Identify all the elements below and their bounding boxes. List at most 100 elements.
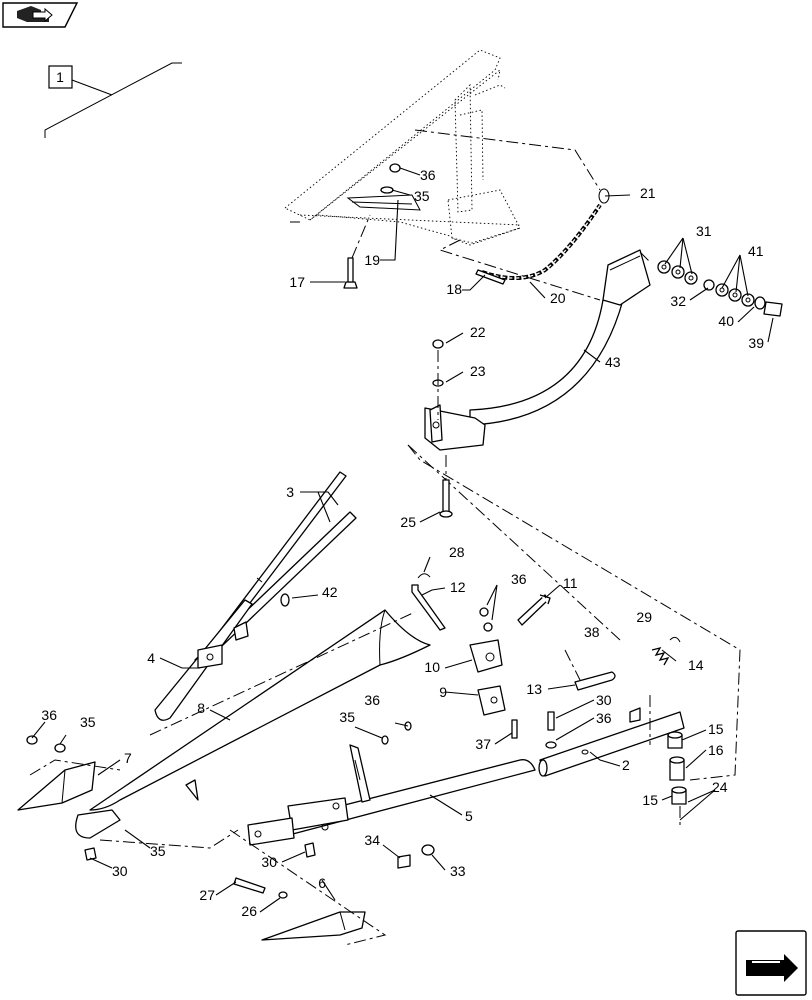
callout-17: 17 <box>289 274 305 290</box>
part-22-nut <box>432 339 444 349</box>
part-6-point <box>261 911 366 941</box>
part-25-bolt <box>439 455 453 518</box>
callout-35: 35 <box>414 188 430 204</box>
callout-27: 27 <box>199 887 215 903</box>
part-42-nut <box>280 593 290 607</box>
callout-4: 4 <box>147 650 155 666</box>
callout-35: 35 <box>80 714 96 730</box>
part-2-cross-tube <box>538 695 685 777</box>
callout-35: 35 <box>150 843 166 859</box>
callout-15: 15 <box>642 792 658 808</box>
part-15-bushing-bottom <box>671 786 687 805</box>
callout-20: 20 <box>550 290 566 306</box>
callout-10: 10 <box>424 659 440 675</box>
part-5-tongue <box>247 744 536 846</box>
part-39-bolt <box>763 301 783 317</box>
part-14-spring <box>651 646 670 666</box>
callout-39: 39 <box>748 335 764 351</box>
part-36-nuts-top <box>479 607 493 632</box>
part-30-bolt-center <box>304 842 316 858</box>
callout-40: 40 <box>718 313 734 329</box>
part-18-pin <box>475 269 506 285</box>
part-43-tongue-tube <box>407 249 741 781</box>
callout-16: 16 <box>708 742 724 758</box>
callout-42: 42 <box>322 584 338 600</box>
part-13-u-bolt <box>574 671 616 691</box>
callout-6: 6 <box>318 875 326 891</box>
callout-26: 26 <box>241 903 257 919</box>
next-page-arrow-icon[interactable] <box>735 930 807 996</box>
folder-arrow-icon[interactable] <box>2 2 79 28</box>
part-17-bolt <box>343 214 371 289</box>
assembly-line <box>229 829 387 946</box>
callout-22: 22 <box>470 324 486 340</box>
callout-31: 31 <box>696 223 712 239</box>
assembly-reference: 1 <box>44 62 182 138</box>
callout-13: 13 <box>526 681 542 697</box>
callout-2: 2 <box>622 757 630 773</box>
callout-30: 30 <box>596 692 612 708</box>
part-33-washer <box>421 844 435 856</box>
callout-19: 19 <box>364 252 380 268</box>
part-30-bolt-left <box>84 847 97 861</box>
callout-41: 41 <box>748 243 764 259</box>
part-7-end-cap <box>17 761 121 839</box>
callout-36: 36 <box>420 167 436 183</box>
part-37-bolt <box>511 719 518 739</box>
callout-43: 43 <box>605 354 621 370</box>
assembly-line <box>29 759 121 776</box>
callout-8: 8 <box>197 700 205 716</box>
callout-38: 38 <box>584 624 600 640</box>
callout-29: 29 <box>636 609 652 625</box>
callout-18: 18 <box>446 281 462 297</box>
callout-9: 9 <box>439 684 447 700</box>
part-20-chain <box>481 203 602 281</box>
callout-37: 37 <box>475 736 491 752</box>
part-36-nut-left <box>26 735 38 745</box>
part-16-bushing <box>669 756 685 781</box>
part-34-nut <box>397 854 411 869</box>
callout-30: 30 <box>261 854 277 870</box>
callout-30: 30 <box>112 863 128 879</box>
callout-25: 25 <box>400 514 416 530</box>
part-30-bolt-right <box>545 711 557 749</box>
callout-3: 3 <box>286 484 294 500</box>
part-11-pin <box>517 594 551 626</box>
part-26-nut <box>278 891 288 899</box>
part-28-clip <box>417 573 431 579</box>
callout-14: 14 <box>688 657 704 673</box>
callout-21: 21 <box>640 185 656 201</box>
callout-12: 12 <box>450 579 466 595</box>
part-27-bolt <box>233 877 266 894</box>
leader-lines <box>31 167 774 913</box>
callout-36: 36 <box>364 692 380 708</box>
callout-36: 36 <box>41 707 57 723</box>
part-35-washer-left <box>54 743 66 753</box>
callout-7: 7 <box>124 750 132 766</box>
callout-36: 36 <box>596 710 612 726</box>
callout-23: 23 <box>470 363 486 379</box>
part-36-nut <box>389 163 401 173</box>
header-frame <box>284 49 601 301</box>
callout-15: 15 <box>708 721 724 737</box>
callout-33: 33 <box>450 863 466 879</box>
part-35-washer-mid <box>381 735 389 745</box>
callout-35: 35 <box>339 709 355 725</box>
callout-34: 34 <box>364 832 380 848</box>
part-9-clamp <box>477 685 506 716</box>
part-10-clamp <box>469 639 503 673</box>
callout-5: 5 <box>465 808 473 824</box>
assembly-line <box>99 829 239 849</box>
part-35-washer <box>380 186 394 194</box>
callout-36: 36 <box>511 571 527 587</box>
callout-24: 24 <box>712 779 728 795</box>
part-29-clip <box>669 636 681 643</box>
part-8-shield <box>89 609 431 811</box>
callout-28: 28 <box>449 544 465 560</box>
part-12-rod <box>411 584 446 631</box>
part-38-pin <box>564 649 581 681</box>
part-4-hitch-bracket <box>154 599 253 721</box>
part-15-bushing-top <box>667 731 683 749</box>
callout-labels: 36 35 19 17 18 20 21 31 3 2 41 40 39 43 2… <box>41 167 764 919</box>
